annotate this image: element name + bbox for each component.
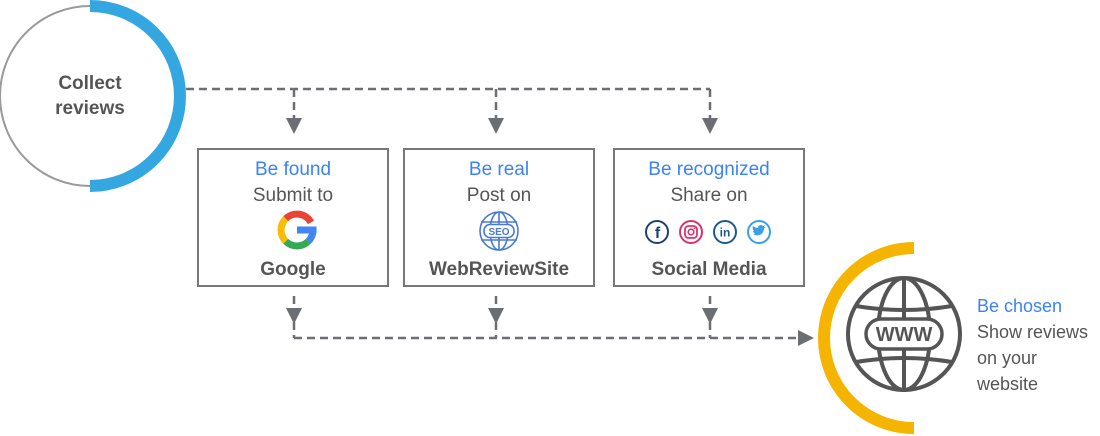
- step-heading: Be recognized: [648, 159, 769, 180]
- arrowhead-right: [798, 330, 814, 346]
- step-action: Post on: [467, 185, 531, 206]
- bottom-connectors: [292, 296, 800, 340]
- step-target: Google: [260, 259, 325, 280]
- arrowhead-down-3: [702, 118, 718, 134]
- top-connectors: [186, 87, 712, 120]
- collect-reviews-node: Collect reviews: [0, 0, 186, 192]
- step-action: Share on: [670, 185, 747, 206]
- be-chosen-line-2: on your: [977, 348, 1037, 368]
- end-accent-arc: [818, 242, 915, 434]
- twitter-icon: [747, 220, 771, 244]
- arrowhead-down-2: [488, 118, 504, 134]
- seo-icon-text: SEO: [488, 227, 509, 238]
- arrowhead-down-1: [286, 118, 302, 134]
- www-icon-text: WWW: [876, 324, 933, 346]
- collect-reviews-label-1: Collect: [58, 73, 122, 94]
- facebook-icon: f: [645, 220, 669, 244]
- be-chosen-line-3: website: [976, 374, 1038, 394]
- step-box-webreviewsite: Be real Post on SEO WebReviewSite: [403, 148, 595, 287]
- svg-text:in: in: [720, 226, 731, 240]
- step-target: WebReviewSite: [429, 259, 569, 280]
- step-heading: Be real: [469, 159, 529, 180]
- arrowhead-mid-2: [488, 308, 504, 324]
- step-box-social-media: Be recognized Share on f in Social Media: [613, 148, 805, 287]
- be-chosen-line-1: Show reviews: [977, 322, 1088, 342]
- instagram-icon: [679, 220, 703, 244]
- collect-reviews-label-2: reviews: [55, 98, 125, 119]
- be-chosen-node: WWW Be chosen Show reviews on your websi…: [818, 242, 1088, 434]
- www-globe-icon: WWW: [846, 276, 962, 392]
- step-target: Social Media: [651, 259, 767, 280]
- step-action: Submit to: [253, 185, 333, 206]
- seo-globe-icon: SEO: [479, 211, 519, 251]
- linkedin-icon: in: [713, 220, 737, 244]
- be-chosen-heading: Be chosen: [977, 296, 1062, 316]
- arrowhead-mid-3: [702, 308, 718, 324]
- start-accent-arc: [89, 0, 186, 192]
- google-g-logo-icon: [277, 210, 317, 250]
- step-box-google: Be found Submit to Google: [197, 148, 389, 287]
- svg-text:f: f: [655, 225, 661, 242]
- step-heading: Be found: [255, 159, 331, 180]
- arrowhead-mid-1: [286, 308, 302, 324]
